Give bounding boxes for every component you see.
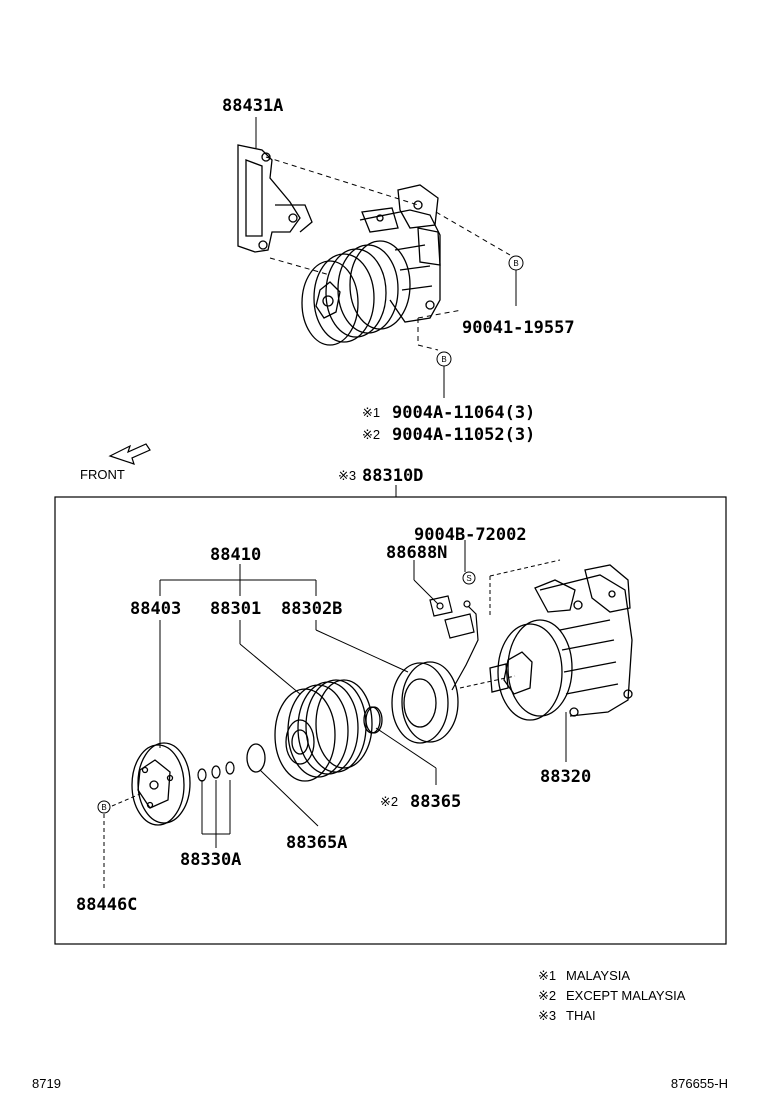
label-88320: 88320 [540,767,591,787]
label-88688n: 88688N [386,543,447,563]
legend-3-text: THAI [566,1008,596,1023]
top-dashed-leaders [265,156,511,351]
top-compressor-drawing [301,184,441,346]
label-9004b-72002: 9004B-72002 [414,525,527,545]
compressor-88320-drawing [489,564,633,721]
front-label: FRONT [80,467,125,482]
label-88365a: 88365A [286,833,347,853]
footer-right-code: 876655-H [671,1076,728,1091]
variant-2-part: 9004A-11052(3) [392,425,535,445]
callout-b-right [508,255,524,271]
label-88301: 88301 [210,599,261,619]
callout-b-bottom-letter: B [441,355,446,364]
label-88431a: 88431A [222,96,283,116]
top-compressor-assembly [237,117,524,398]
label-88403: 88403 [130,599,181,619]
shims-drawing [197,761,235,782]
clutch-group-bracket [159,564,317,596]
top-solid-leaders [255,117,517,398]
legend-2-text: EXCEPT MALAYSIA [566,988,686,1003]
callout-b-main-letter: B [101,803,106,812]
field-coil-drawing [391,661,459,744]
callout-s [462,571,476,585]
callout-s-letter: S [466,574,471,583]
label-90041-19557: 90041-19557 [462,318,575,338]
pulley-drawing [274,679,373,782]
legend-1-text: MALAYSIA [566,968,630,983]
snap-ring-88365-drawing [363,706,383,734]
main-assembly-frame [54,496,727,945]
label-88446c: 88446C [76,895,137,915]
footer-left-code: 8719 [32,1076,61,1091]
legend-2-mark: ※2 [538,988,556,1003]
variant-2-mark: ※2 [362,427,380,442]
callout-b-bottom [436,351,452,367]
callout-b-main [97,800,111,814]
callout-b-right-letter: B [513,259,518,268]
legend-1-mark: ※1 [538,968,556,983]
sensor-connector-drawing [429,595,479,691]
label-88330a: 88330A [180,850,241,870]
main-dashed-leaders [103,559,561,890]
label-88365-mark: ※2 [380,794,398,809]
variant-1-part: 9004A-11064(3) [392,403,535,423]
pressure-plate-drawing [131,742,191,826]
main-assembly-mark: ※3 [338,468,356,483]
snap-ring-88365a-drawing [246,743,266,773]
legend-3-mark: ※3 [538,1008,556,1023]
label-88302b: 88302B [281,599,342,619]
label-88365: 88365 [410,792,461,812]
label-88410: 88410 [210,545,261,565]
main-leaders [159,540,567,848]
front-arrow-icon [108,443,151,465]
bracket-drawing [237,144,313,253]
variant-1-mark: ※1 [362,405,380,420]
main-assembly-part: 88310D [362,466,423,486]
